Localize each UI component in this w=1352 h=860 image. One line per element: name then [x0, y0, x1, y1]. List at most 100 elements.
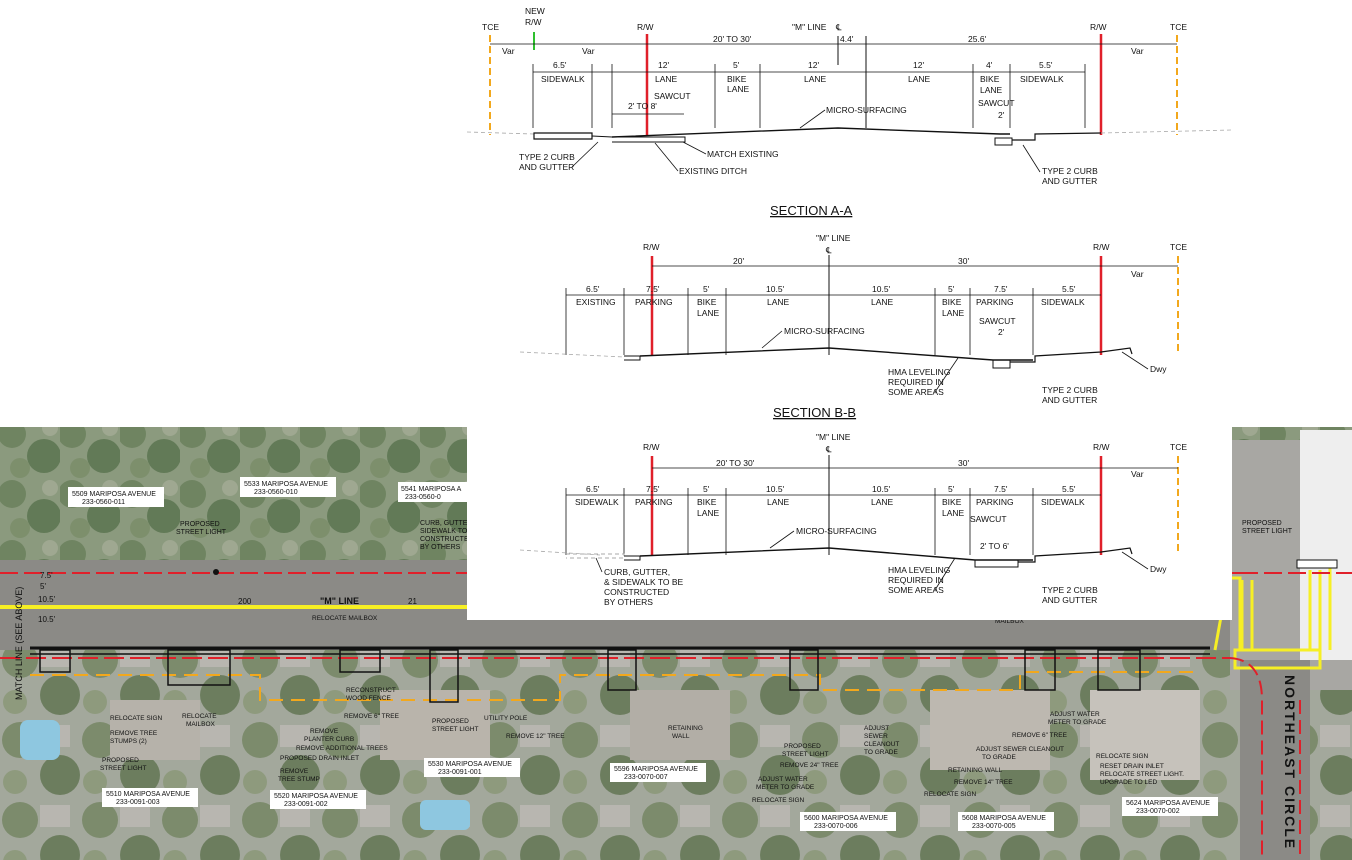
dim-label: 2': [998, 110, 1005, 120]
dim-label: 2': [998, 327, 1005, 337]
note: BY OTHERS: [420, 544, 461, 551]
note: SAWCUT: [970, 514, 1007, 524]
street-light-symbol: [1296, 559, 1338, 569]
dim-label: 5': [948, 284, 955, 294]
lane-label: LANE: [697, 508, 720, 518]
rw-label: R/W: [643, 442, 660, 452]
centerline-symbol: ℄: [835, 22, 842, 32]
note: REMOVE 6" TREE: [1012, 732, 1068, 739]
address-label: 5509 MARIPOSA AVENUE: [72, 491, 156, 498]
dim-label: 10.5': [766, 484, 785, 494]
centerline-symbol: ℄: [825, 245, 832, 255]
note: PROPOSED: [102, 757, 139, 764]
note: SAWCUT: [978, 98, 1015, 108]
dim-label: 2' TO 6': [980, 541, 1009, 551]
note: REMOVE 6" TREE: [344, 713, 400, 720]
note: CLEANOUT: [864, 741, 899, 748]
dim-label: Var: [1131, 46, 1144, 56]
section-title: SECTION B-B: [773, 405, 856, 420]
lane-label: BIKE: [697, 297, 717, 307]
house: [1090, 690, 1200, 780]
tce-label: TCE: [1170, 242, 1187, 252]
note: RESET DRAIN INLET: [1100, 763, 1164, 770]
dim-label: 10.5': [872, 284, 891, 294]
dim-label: 6.5': [553, 60, 567, 70]
note: PLANTER CURB: [304, 736, 354, 743]
note: STREET LIGHT: [432, 726, 479, 733]
lane-label: LANE: [655, 74, 678, 84]
note: REMOVE 12" TREE: [506, 733, 565, 740]
tce-label: TCE: [482, 22, 499, 32]
dim-label: 30': [958, 458, 969, 468]
note: PROPOSED: [1242, 520, 1282, 527]
note: CURB, GUTTER,: [604, 567, 670, 577]
roadway-northeast-circle: [1240, 660, 1310, 860]
lane-label: LANE: [942, 508, 965, 518]
note: PROPOSED: [432, 718, 469, 725]
dim-label: 5.5': [1062, 484, 1076, 494]
dim-label: 5': [733, 60, 740, 70]
lane-label: LANE: [980, 85, 1003, 95]
house: [110, 700, 200, 760]
lane-label: LANE: [908, 74, 931, 84]
apn-label: 233-0070-007: [624, 774, 668, 781]
address-label: 5541 MARIPOSA A: [401, 486, 462, 493]
apn-label: 233-0091-001: [438, 769, 482, 776]
address-label: 5520 MARIPOSA AVENUE: [274, 793, 358, 800]
tce-line: [30, 671, 1200, 701]
north-address-tags: 5509 MARIPOSA AVENUE 233-0560-011 5533 M…: [68, 477, 468, 507]
left-dimensions: 7.5' 5' 10.5' 10.5': [38, 571, 56, 624]
dim-label: 6.5': [586, 484, 600, 494]
note: HMA LEVELING: [888, 367, 950, 377]
lane-label: BIKE: [942, 297, 962, 307]
note: TO GRADE: [864, 749, 898, 756]
note: STREET LIGHT: [100, 765, 147, 772]
note: RELOCATE SIGN: [110, 715, 163, 722]
lane-label: BIKE: [980, 74, 1000, 84]
south-notes: RELOCATE MAILBOX RELOCATE SIGN RELOCATE …: [100, 615, 1184, 804]
lane-label: BIKE: [942, 497, 962, 507]
note: RECONSTRUCT: [346, 687, 396, 694]
dim-label: 25.6': [968, 34, 987, 44]
note: TYPE 2 CURB: [1042, 585, 1098, 595]
note: CONSTRUCTED: [604, 587, 669, 597]
lane-label: EXISTING: [576, 297, 616, 307]
dim-label: 10.5': [872, 484, 891, 494]
note: UPGRADE TO LED: [1100, 779, 1157, 786]
note: REMOVE 14" TREE: [954, 779, 1013, 786]
note: TYPE 2 CURB: [1042, 385, 1098, 395]
m-line-label: "M" LINE: [320, 596, 359, 606]
rw-label: R/W: [1093, 442, 1110, 452]
dim-label: 10.5': [38, 595, 56, 604]
lane-label: PARKING: [976, 297, 1014, 307]
dim-label: 20' TO 30': [713, 34, 752, 44]
note: AND GUTTER: [519, 162, 574, 172]
note: AND GUTTER: [1042, 176, 1097, 186]
note: RELOCATE: [182, 713, 217, 720]
note: SIDEWALK TO BE: [420, 528, 479, 535]
lane-label: PARKING: [635, 497, 673, 507]
street-name-northeast-circle: NORTHEAST CIRCLE: [1282, 675, 1298, 850]
section-a-a: TCE NEW R/W R/W "M" LINE ℄ R/W TCE Var V…: [466, 6, 1233, 218]
tce-label: TCE: [1170, 22, 1187, 32]
note: AND GUTTER: [1042, 595, 1097, 605]
rw-label: R/W: [643, 242, 660, 252]
note: SAWCUT: [654, 91, 691, 101]
apn-label: 233-0070-002: [1136, 808, 1180, 815]
note: METER TO GRADE: [1048, 719, 1107, 726]
lane-label: LANE: [697, 308, 720, 318]
pool: [420, 800, 470, 830]
dim-label: 5': [40, 582, 46, 591]
dim-label: Var: [582, 46, 595, 56]
address-label: 5596 MARIPOSA AVENUE: [614, 766, 698, 773]
dim-label: 7.5': [646, 484, 660, 494]
note: SEWER: [864, 733, 888, 740]
note: HMA LEVELING: [888, 565, 950, 575]
lane-label: BIKE: [697, 497, 717, 507]
rw-label: R/W: [1090, 22, 1107, 32]
note: MATCH EXISTING: [707, 149, 779, 159]
dim-label: 5': [703, 484, 710, 494]
dim-label: Var: [1131, 269, 1144, 279]
note: CONSTRUCTED: [420, 536, 474, 543]
